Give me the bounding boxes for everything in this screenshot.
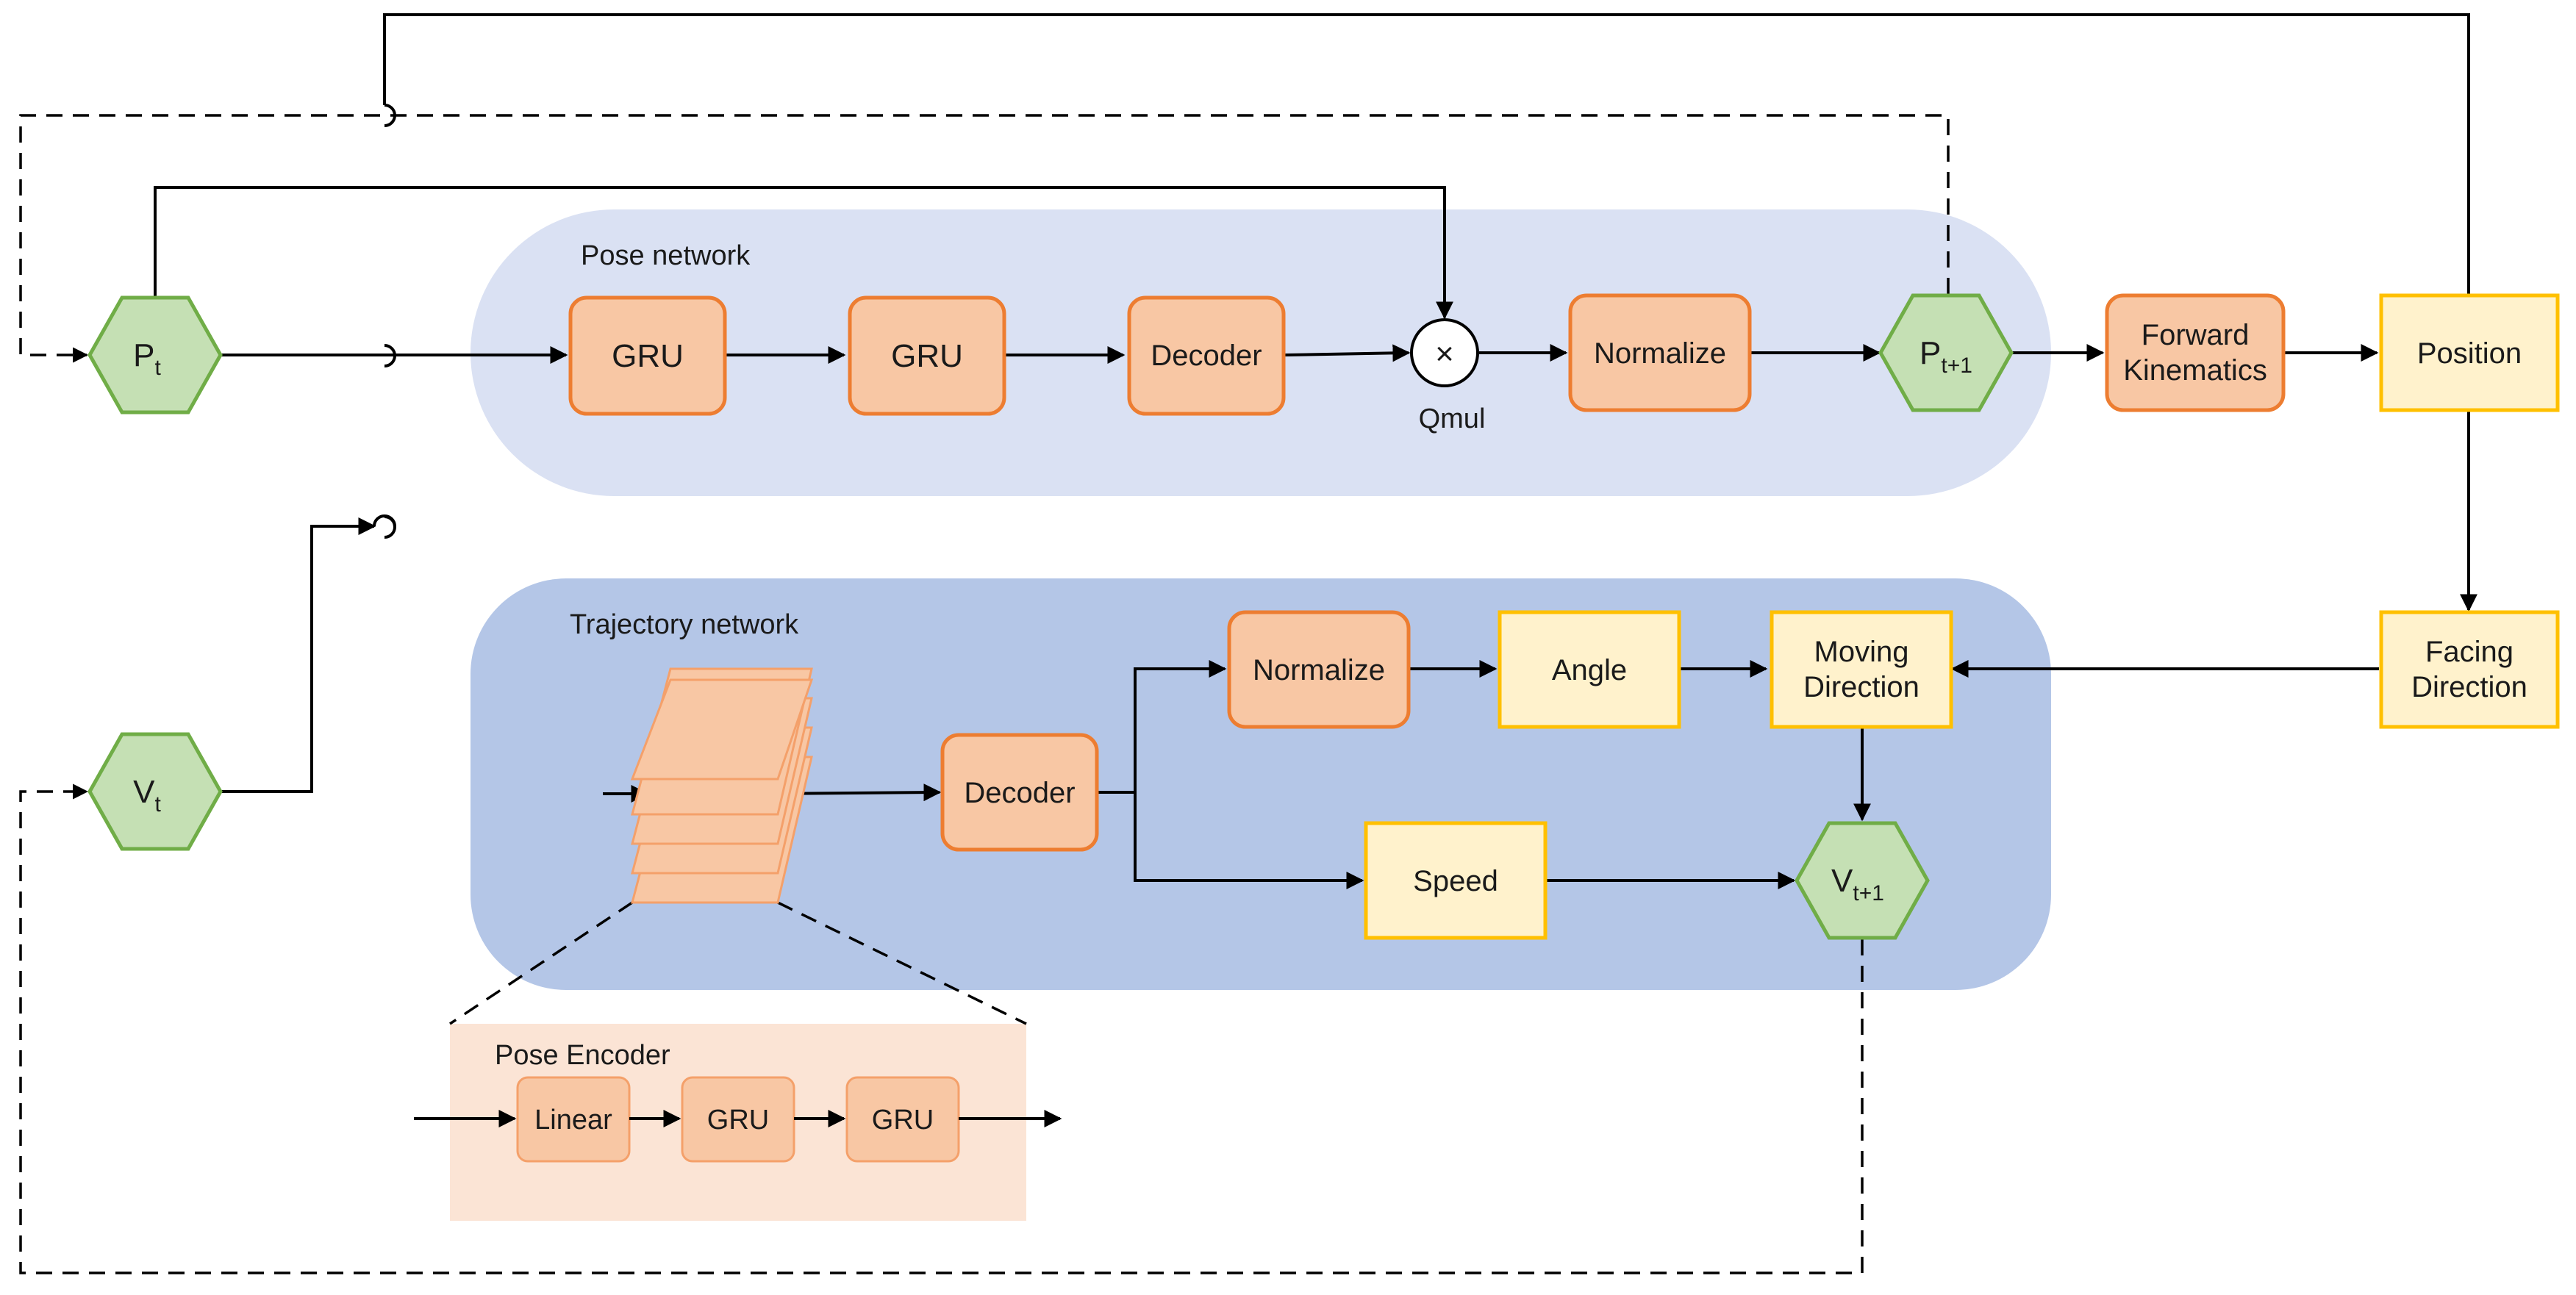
pose-encoder-stack — [630, 667, 814, 904]
pt-to-qmul-wire — [154, 186, 1453, 320]
position-box: Position — [2379, 293, 2560, 412]
vt-hop — [373, 514, 396, 527]
svg-text:Normalize: Normalize — [1253, 654, 1385, 686]
pt-trajectory-hops — [384, 104, 396, 539]
encoder-gru1-box: GRU — [681, 1076, 795, 1163]
svg-text:GRU: GRU — [872, 1105, 934, 1136]
svg-text:GRU: GRU — [707, 1105, 769, 1136]
svg-text:Vt: Vt — [133, 774, 161, 817]
traj-decoder-to-normalize-wire — [1098, 660, 1227, 794]
facing-direction-box: Facing Direction — [2379, 610, 2560, 729]
pt1-feedback-path — [19, 114, 1950, 363]
svg-text:Kinematics: Kinematics — [2123, 354, 2267, 387]
encoder-zoom-left — [449, 901, 633, 1025]
svg-text:Moving: Moving — [1814, 636, 1909, 668]
traj-decoder-to-speed-wire — [1134, 792, 1364, 889]
svg-text:Decoder: Decoder — [964, 777, 1075, 809]
gru1-box: GRU — [568, 295, 727, 416]
svg-text:GRU: GRU — [891, 338, 963, 374]
svg-text:Linear: Linear — [534, 1105, 612, 1136]
traj-normalize-box: Normalize — [1227, 610, 1411, 729]
pt-node: Pt — [87, 295, 223, 415]
encoder-linear-box: Linear — [516, 1076, 631, 1163]
vt-node: Vt — [87, 732, 223, 851]
svg-text:Pt+1: Pt+1 — [1920, 335, 1972, 378]
svg-text:Normalize: Normalize — [1594, 337, 1726, 370]
vt-to-traj-decoder-wire — [221, 517, 376, 793]
traj-decoder-box: Decoder — [940, 733, 1099, 852]
svg-text:Decoder: Decoder — [1151, 340, 1262, 372]
pt1-node: Pt+1 — [1878, 293, 2014, 412]
svg-text:Vt+1: Vt+1 — [1831, 863, 1884, 905]
encoder-zoom-right — [777, 901, 1027, 1025]
pose-decoder-box: Decoder — [1127, 295, 1286, 416]
qmul-label: Qmul — [1419, 403, 1486, 434]
svg-text:Pt: Pt — [133, 337, 161, 380]
decoder-to-qmul-wire — [1284, 344, 1411, 362]
svg-text:Facing: Facing — [2425, 636, 2514, 668]
angle-box: Angle — [1498, 610, 1681, 729]
vt1-node: Vt+1 — [1795, 821, 1930, 940]
svg-text:×: × — [1435, 336, 1454, 372]
forward-kinematics-box: Forward Kinematics — [2105, 293, 2286, 412]
speed-box: Speed — [1364, 821, 1548, 940]
svg-text:Forward: Forward — [2142, 319, 2250, 351]
svg-text:GRU: GRU — [612, 338, 684, 374]
qmul-operator: × — [1410, 318, 1479, 387]
pose-network-label: Pose network — [581, 240, 751, 271]
svg-text:Position: Position — [2417, 337, 2522, 370]
trajectory-network-label: Trajectory network — [570, 609, 799, 640]
svg-text:Direction: Direction — [2411, 671, 2527, 703]
svg-text:Angle: Angle — [1552, 654, 1627, 686]
encoder-gru2-box: GRU — [845, 1076, 960, 1163]
moving-direction-box: Moving Direction — [1770, 610, 1953, 729]
vt1-feedback-path — [19, 783, 1864, 1274]
pose-encoder-label: Pose Encoder — [495, 1040, 670, 1071]
pt-to-trajectory-wire — [383, 13, 2470, 298]
pose-normalize-box: Normalize — [1568, 293, 1752, 412]
svg-text:Speed: Speed — [1413, 865, 1498, 897]
svg-text:Direction: Direction — [1803, 671, 1920, 703]
gru2-box: GRU — [848, 295, 1006, 416]
